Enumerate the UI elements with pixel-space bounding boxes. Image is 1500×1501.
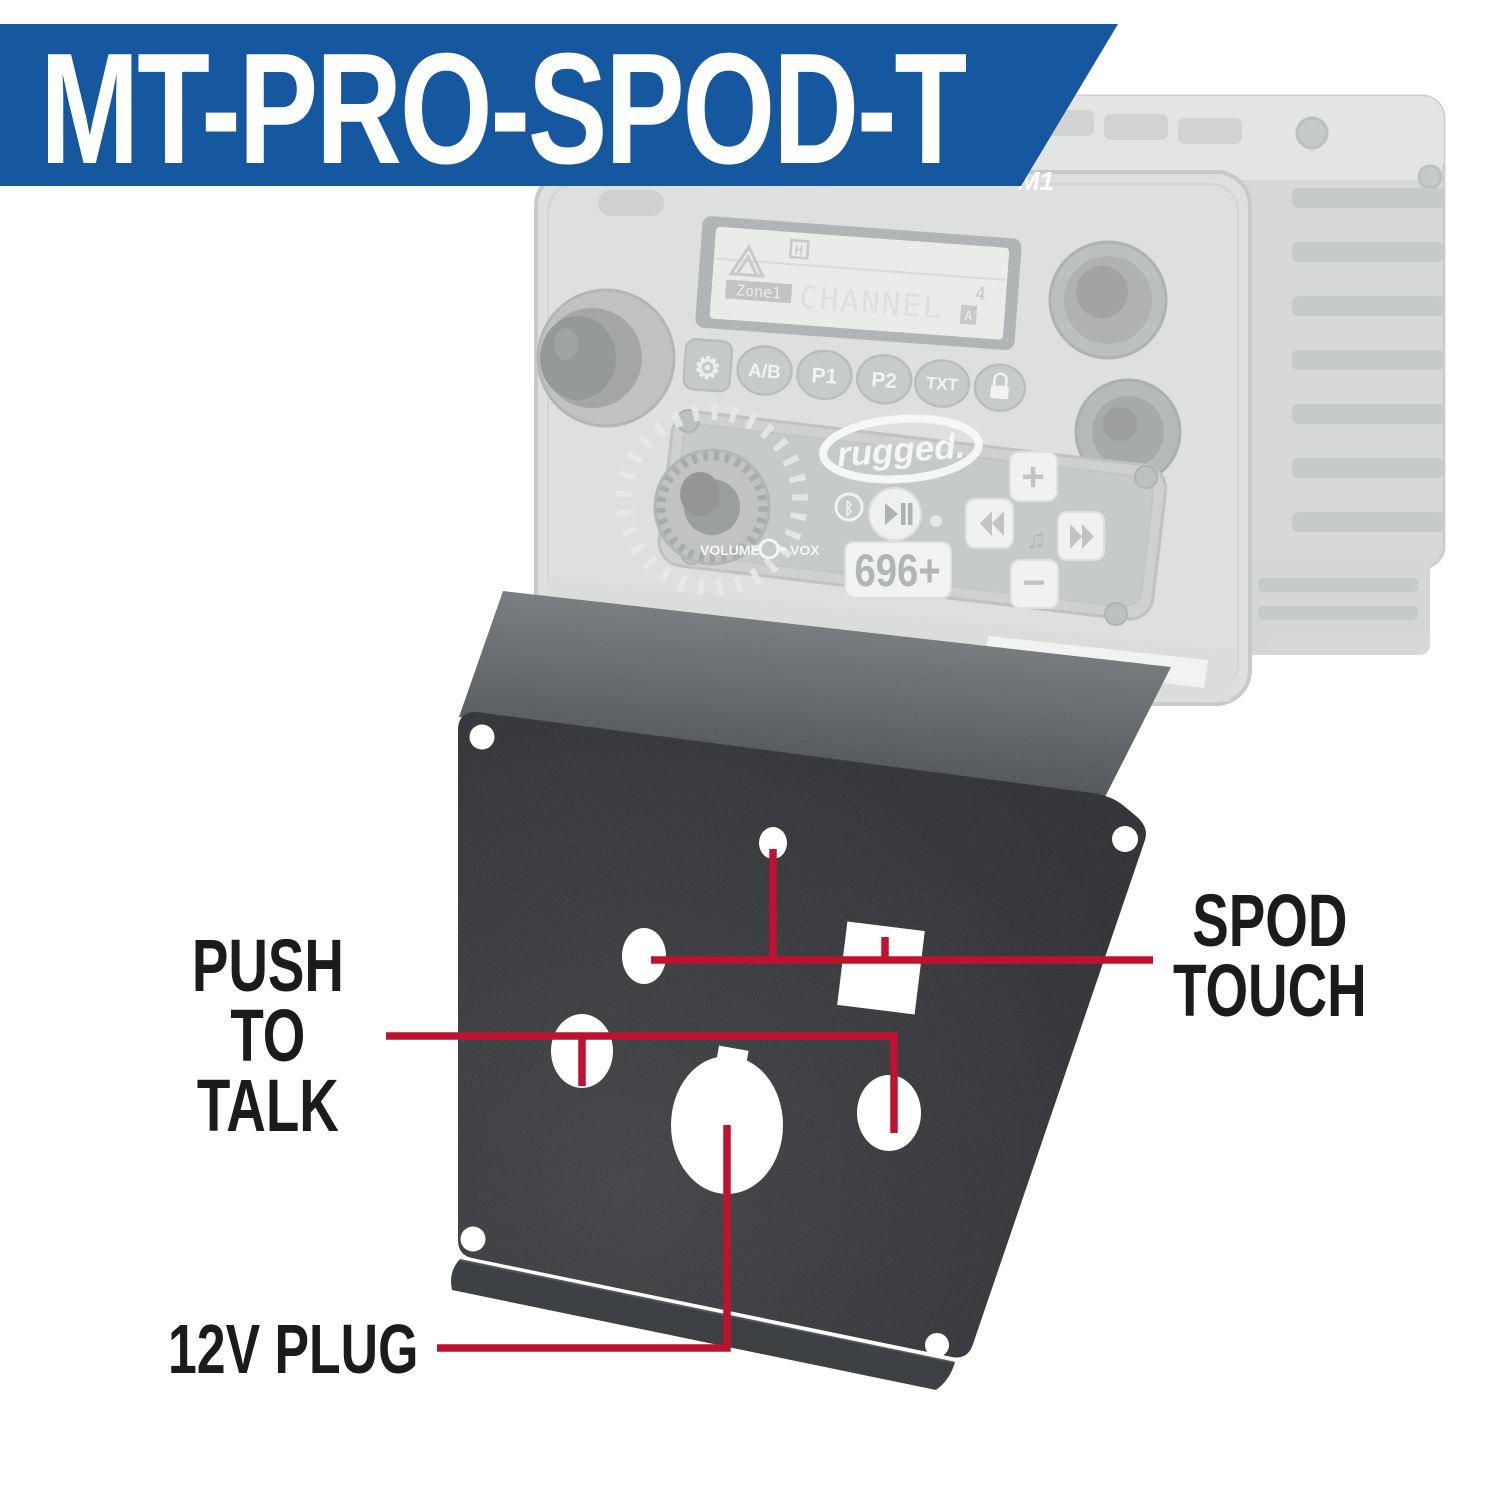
push-to-talk-label-line2: TO: [230, 994, 305, 1077]
hex-screw: [1134, 465, 1158, 489]
mount-plate: [451, 591, 1171, 1390]
media-dpad: + − ♫: [965, 451, 1105, 609]
display-divider: [715, 257, 1006, 281]
banner-background: [0, 24, 1118, 186]
plate-bottom-lip: [451, 1259, 955, 1390]
txt-button-label: TXT: [925, 373, 959, 394]
model-badge-text: 696+: [855, 545, 941, 596]
p1-button-label: P1: [811, 364, 839, 389]
chassis-fin: [1258, 578, 1418, 592]
bolt-head: [1417, 164, 1443, 190]
display-a-indicator: A: [964, 309, 973, 325]
h-indicator-box: [788, 238, 810, 260]
lock-icon: [990, 372, 1009, 400]
callout-lines: [386, 849, 1153, 1352]
display-zone-label: Zone1: [735, 281, 781, 302]
display-screen: [709, 226, 1010, 340]
fast-forward-icon: [1070, 524, 1094, 549]
play-pause-icon: [868, 487, 922, 541]
corner-mount-hole: [469, 724, 495, 750]
chassis-fin: [1258, 606, 1418, 620]
vox-toggle-icon: [758, 538, 780, 560]
push-to-talk-callout-line: [386, 1032, 898, 1133]
hex-screw: [1104, 602, 1128, 626]
intercom-controls: VOLUME VOX rugged. ᛒ 696+: [616, 404, 1158, 626]
vox-label: VOX: [790, 542, 820, 558]
spod-touch-label-line1: SPOD: [1192, 879, 1347, 962]
vent-slot: [1104, 114, 1168, 140]
heatsink-fins: [1292, 188, 1444, 532]
spod-touch-label-line2: TOUCH: [1173, 949, 1367, 1032]
channel-knob-right: [1048, 240, 1168, 360]
spod-touch-square-cutout: [837, 921, 925, 1015]
volume-down-button: [1010, 559, 1059, 609]
corner-mount-hole: [460, 1226, 486, 1252]
rugged-logo-text: rugged.: [836, 427, 967, 475]
p2-button-label: P2: [870, 368, 897, 393]
spod-touch-wire-hole: [759, 827, 787, 859]
volume-label: VOLUME: [700, 542, 760, 558]
radio-display: H Zone1 CHANNEL 4 A: [695, 216, 1022, 351]
ab-button-label: A/B: [747, 360, 781, 383]
radio-button-row: ⚙ A/B P1 P2 TXT: [682, 338, 1027, 413]
intercom-volume-knob: [616, 404, 808, 596]
banner-title: MT-PRO-SPOD-T: [40, 21, 966, 197]
corner-mount-hole: [1112, 826, 1138, 852]
volume-up-button: [1009, 451, 1058, 502]
gear-icon: ⚙: [693, 351, 722, 386]
status-led: [930, 515, 942, 527]
ab-button: [736, 345, 793, 396]
bolt-head: [1295, 116, 1329, 150]
rewind-icon: [980, 511, 1004, 536]
rugged-logo: rugged.: [819, 414, 983, 484]
mic-connector-cover: [1074, 378, 1182, 486]
display-h-indicator: H: [794, 243, 803, 259]
volume-knob-left: [536, 288, 676, 428]
plus-icon: +: [1021, 455, 1044, 499]
zone-tag: [724, 279, 793, 304]
ghost-radio-assembly: H Zone1 CHANNEL 4 A ⚙ A/B P1 P2 TXT: [534, 94, 1446, 706]
p1-button: [796, 349, 853, 401]
speaker-pill: [598, 190, 664, 216]
display-channel-number: 4: [974, 284, 986, 306]
model-badge: 696+: [844, 541, 952, 599]
push-to-talk-hole-right: [857, 1075, 921, 1151]
bluetooth-glyph: ᛒ: [844, 499, 854, 518]
a-indicator-box: [959, 304, 978, 325]
corner-mount-hole: [925, 1333, 949, 1357]
lip-fold-highlight: [459, 1259, 954, 1363]
callout-labels: PUSH TO TALK SPOD TOUCH 12V PLUG: [168, 879, 1367, 1389]
hex-screw: [676, 409, 700, 433]
menu-button: [682, 338, 734, 393]
signal-antenna-icon: [728, 243, 766, 278]
twelve-v-callout-line: [437, 1125, 731, 1352]
round-accessory-hole: [622, 928, 666, 984]
twelve-v-plug-label: 12V PLUG: [168, 1310, 418, 1388]
music-note-icon: ♫: [1026, 524, 1046, 554]
push-to-talk-label-line3: TALK: [197, 1064, 339, 1147]
vent-slot: [1178, 118, 1242, 144]
bluetooth-icon: [834, 492, 864, 522]
push-to-talk-label-line1: PUSH: [192, 924, 344, 1007]
txt-button: [913, 359, 971, 408]
p2-button: [855, 353, 913, 405]
minus-icon: −: [1022, 561, 1045, 605]
title-banner: MT-PRO-SPOD-T: [0, 21, 1118, 197]
